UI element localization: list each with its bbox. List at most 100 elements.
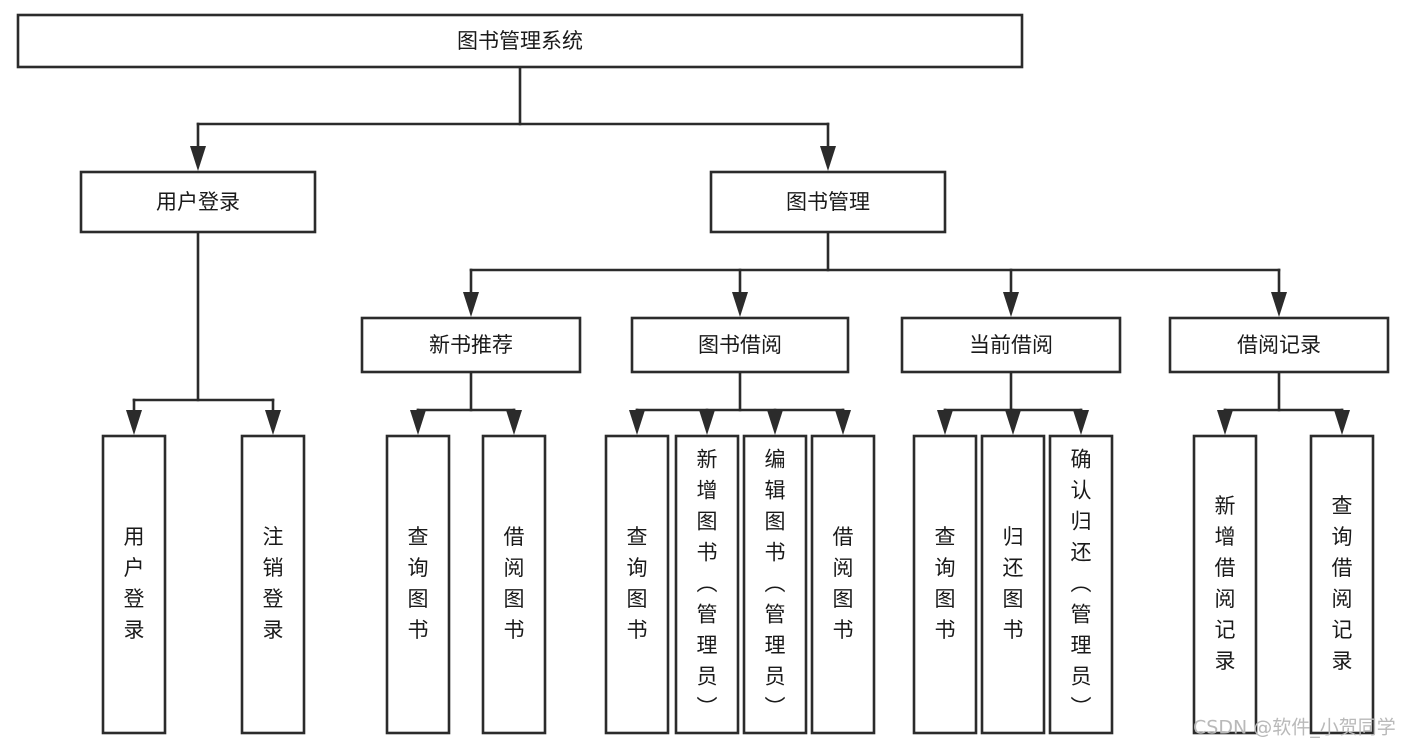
node-label-char: 注 xyxy=(263,525,284,549)
node-label-char: 查 xyxy=(627,525,648,549)
node-label-char: ︵ xyxy=(1071,572,1092,596)
node-box[interactable] xyxy=(385,434,451,735)
node-box[interactable] xyxy=(1192,434,1258,735)
node-label-char: 查 xyxy=(935,525,956,549)
node-n5[interactable]: 当前借阅 xyxy=(900,316,1122,374)
arrow-head-icon xyxy=(937,410,953,435)
node-label-char: 图 xyxy=(833,587,854,611)
node-label-char: ︵ xyxy=(697,572,718,596)
node-label-char: 阅 xyxy=(833,556,854,580)
node-box[interactable] xyxy=(360,316,582,374)
node-n6[interactable]: 借阅记录 xyxy=(1168,316,1390,374)
node-label: 新书推荐 xyxy=(429,333,513,357)
node-label-char: 登 xyxy=(124,587,145,611)
node-label-char: 询 xyxy=(408,556,429,580)
connectors-layer xyxy=(126,65,1350,435)
arrow-head-icon xyxy=(410,410,426,435)
node-label-char: ︶ xyxy=(1071,696,1092,720)
node-root[interactable]: 图书管理系统 xyxy=(16,13,1024,69)
node-label-char: 录 xyxy=(1332,649,1353,673)
node-label-char: 销 xyxy=(263,556,284,580)
node-label-char: 归 xyxy=(1071,510,1092,534)
node-label-char: 新 xyxy=(1215,494,1236,518)
node-label-char: 询 xyxy=(1332,525,1353,549)
node-label-char: 书 xyxy=(627,618,648,642)
node-box[interactable] xyxy=(674,434,740,735)
node-label-char: 确 xyxy=(1071,448,1092,472)
node-label-char: 认 xyxy=(1071,479,1092,503)
node-label-char: 管 xyxy=(697,603,718,627)
node-label-char: 书 xyxy=(1003,618,1024,642)
node-l1[interactable]: 用户登录 xyxy=(101,434,167,735)
node-label-char: ︶ xyxy=(697,696,718,720)
node-box[interactable] xyxy=(709,170,947,234)
node-box[interactable] xyxy=(240,434,306,735)
node-label-char: 理 xyxy=(697,634,718,658)
node-label-char: 阅 xyxy=(1332,587,1353,611)
node-label-char: 图 xyxy=(504,587,525,611)
node-box[interactable] xyxy=(1048,434,1114,735)
node-label-char: 借 xyxy=(504,525,525,549)
nodes-layer: 图书管理系统用户登录图书管理新书推荐图书借阅当前借阅借阅记录用户登录注销登录查询… xyxy=(16,13,1390,735)
node-n3[interactable]: 新书推荐 xyxy=(360,316,582,374)
arrow-head-icon xyxy=(835,410,851,435)
node-box[interactable] xyxy=(980,434,1046,735)
node-box[interactable] xyxy=(912,434,978,735)
node-label-char: 询 xyxy=(627,556,648,580)
node-n2[interactable]: 图书管理 xyxy=(709,170,947,234)
node-label-char: 书 xyxy=(697,541,718,565)
node-box[interactable] xyxy=(101,434,167,735)
node-box[interactable] xyxy=(1168,316,1390,374)
node-box[interactable] xyxy=(481,434,547,735)
node-label-char: 查 xyxy=(408,525,429,549)
arrow-head-icon xyxy=(1003,292,1019,317)
node-label: 用户登录 xyxy=(156,190,240,214)
node-box[interactable] xyxy=(810,434,876,735)
arrow-head-icon xyxy=(767,410,783,435)
arrow-head-icon xyxy=(732,292,748,317)
node-label-char: 图 xyxy=(697,510,718,534)
node-label-char: 图 xyxy=(935,587,956,611)
node-box[interactable] xyxy=(1309,434,1375,735)
arrow-head-icon xyxy=(463,292,479,317)
node-label-char: 记 xyxy=(1332,618,1353,642)
node-box[interactable] xyxy=(742,434,808,735)
node-label-char: 增 xyxy=(697,479,718,503)
node-box[interactable] xyxy=(16,13,1024,69)
node-label: 借阅记录 xyxy=(1237,333,1321,357)
node-label-char: 管 xyxy=(1071,603,1092,627)
node-box[interactable] xyxy=(79,170,317,234)
node-label-char: 图 xyxy=(1003,587,1024,611)
arrow-head-icon xyxy=(265,410,281,435)
node-label-char: 户 xyxy=(124,556,145,580)
arrow-head-icon xyxy=(1073,410,1089,435)
node-label-char: 归 xyxy=(1003,525,1024,549)
node-label-char: 查 xyxy=(1332,494,1353,518)
node-label-char: 书 xyxy=(504,618,525,642)
node-n4[interactable]: 图书借阅 xyxy=(630,316,850,374)
node-label-char: 员 xyxy=(765,665,786,689)
node-n1[interactable]: 用户登录 xyxy=(79,170,317,234)
node-label-char: 书 xyxy=(833,618,854,642)
node-box[interactable] xyxy=(630,316,850,374)
node-box[interactable] xyxy=(900,316,1122,374)
arrow-head-icon xyxy=(1271,292,1287,317)
node-label-char: 记 xyxy=(1215,618,1236,642)
arrow-head-icon xyxy=(1334,410,1350,435)
node-box[interactable] xyxy=(604,434,670,735)
node-label-char: 理 xyxy=(1071,634,1092,658)
arrow-head-icon xyxy=(1217,410,1233,435)
